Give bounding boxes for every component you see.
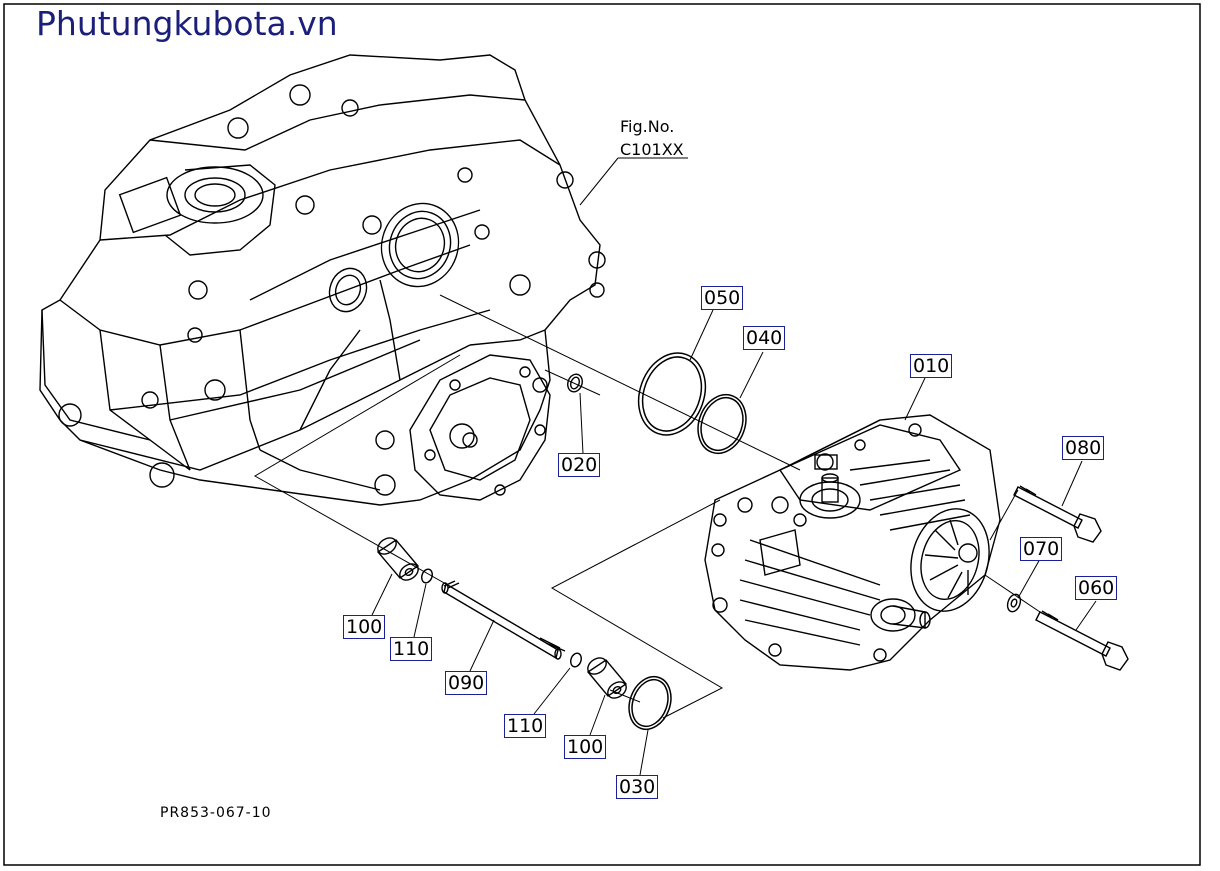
callout-050[interactable]: 050: [701, 286, 744, 310]
o-ring-110-lower: [570, 652, 582, 668]
figure-ref-code: C101XX: [620, 140, 684, 159]
leader-lines: [371, 157, 1097, 776]
o-ring-110-upper: [421, 568, 433, 584]
callout-010[interactable]: 010: [910, 354, 953, 378]
collar-100-upper: [376, 537, 420, 581]
washer-070: [1006, 593, 1022, 613]
callout-090[interactable]: 090: [445, 671, 488, 695]
site-watermark: Phutungkubota.vn: [36, 4, 338, 43]
shaft-090: [441, 580, 566, 660]
bolt-060: [1035, 610, 1129, 671]
drawing-border: [3, 3, 1201, 866]
callout-110-lower[interactable]: 110: [504, 714, 547, 738]
callout-030[interactable]: 030: [616, 775, 659, 799]
o-ring-030: [628, 675, 672, 731]
o-ring-020: [567, 373, 583, 393]
callout-070[interactable]: 070: [1020, 537, 1063, 561]
o-ring-040: [697, 393, 747, 455]
callout-100-upper[interactable]: 100: [343, 615, 386, 639]
o-ring-050: [637, 352, 707, 436]
hst-unit: [704, 414, 1001, 671]
figure-ref-label: Fig.No.: [620, 117, 675, 136]
callout-060[interactable]: 060: [1075, 576, 1118, 600]
collar-100-lower: [586, 657, 628, 699]
callout-080[interactable]: 080: [1062, 436, 1105, 460]
callout-100-lower[interactable]: 100: [564, 735, 607, 759]
callout-040[interactable]: 040: [743, 326, 786, 350]
drawing-number: PR853-067-10: [160, 805, 272, 821]
callout-020[interactable]: 020: [558, 453, 601, 477]
callout-110-upper[interactable]: 110: [390, 637, 433, 661]
bolt-080: [1013, 485, 1102, 543]
transmission-case: [39, 54, 606, 506]
assembly-lines: [254, 294, 1041, 719]
